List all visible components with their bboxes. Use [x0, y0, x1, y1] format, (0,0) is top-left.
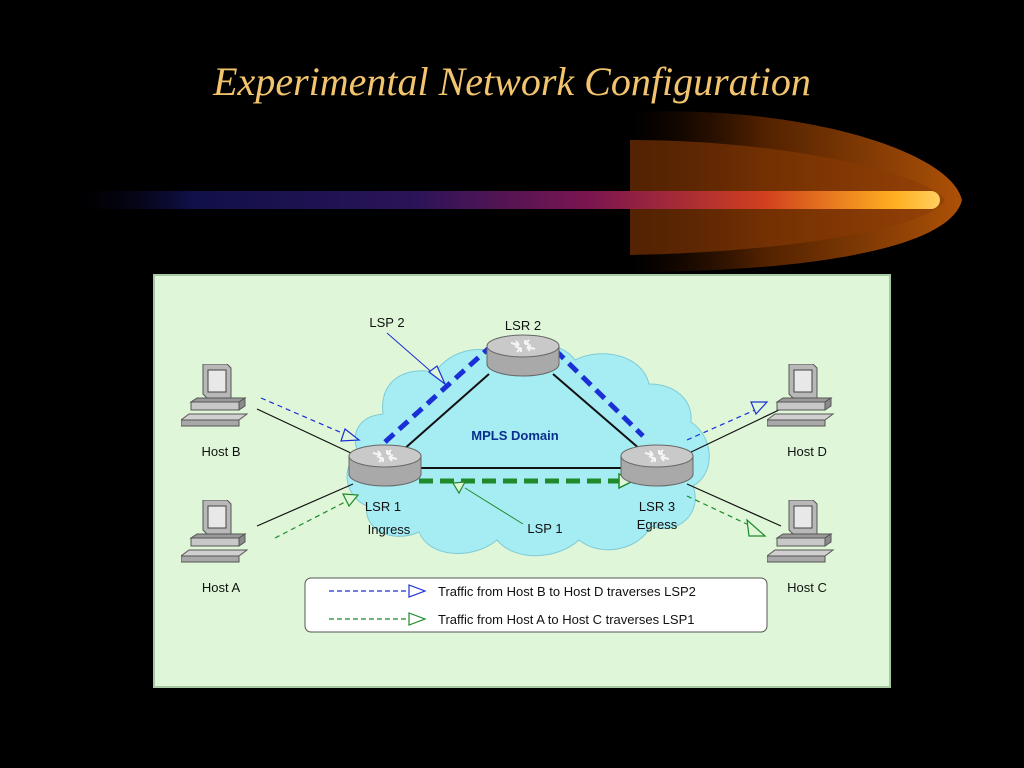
lsr3-role-label: Egress: [637, 517, 678, 532]
legend-item-2: Traffic from Host A to Host C traverses …: [438, 612, 694, 627]
lsr1-role-label: Ingress: [368, 522, 411, 537]
legend-lsp1-arrowhead: [408, 612, 427, 626]
legend-item-1: Traffic from Host B to Host D traverses …: [438, 584, 696, 599]
link-lsr2-lsr3: [552, 373, 642, 451]
mpls-domain-label: MPLS Domain: [471, 428, 558, 443]
hostc-traffic-arrow: [686, 495, 752, 527]
lsr1-label: LSR 1: [365, 499, 401, 514]
network-diagram-svg: LSP 2 LSR 2 MPLS Domain LSR 1 Ingress LS…: [153, 274, 891, 688]
link-lsr3-hostc: [686, 483, 782, 527]
hostb-arrowhead: [340, 428, 361, 442]
legend: Traffic from Host B to Host D traverses …: [304, 577, 768, 633]
network-diagram: LSP 2 LSR 2 MPLS Domain LSR 1 Ingress LS…: [153, 274, 891, 688]
lsp1-callout-line: [464, 487, 524, 525]
host-b-label: Host B: [201, 444, 240, 459]
hostd-arrowhead: [750, 401, 769, 416]
lsp1-label: LSP 1: [527, 521, 562, 536]
decorative-swoosh: [60, 111, 962, 272]
link-hostb-lsr1: [256, 408, 354, 455]
hosta-traffic-arrow: [274, 499, 350, 539]
hosta-arrowhead: [341, 493, 360, 508]
lsr2-label: LSR 2: [505, 318, 541, 333]
hostc-arrowhead: [746, 518, 767, 537]
host-a-label: Host A: [202, 580, 241, 595]
lsp1-callout-arrowhead: [451, 481, 467, 495]
lsp2-callout-arrowhead: [428, 365, 447, 386]
hostb-traffic-arrow: [260, 397, 350, 437]
lsp2-callout-line: [386, 332, 436, 376]
lsr3-router-icon: [620, 444, 694, 487]
legend-lsp2-arrowhead: [408, 584, 427, 598]
lsr2-router-icon: [486, 334, 560, 377]
hostd-traffic-arrow: [686, 409, 756, 441]
slide-title: Experimental Network Configuration: [213, 59, 811, 104]
link-lsr3-hostd: [686, 408, 782, 455]
lsr3-label: LSR 3: [639, 499, 675, 514]
link-hosta-lsr1: [256, 483, 354, 527]
link-lsr1-lsr2: [402, 373, 490, 451]
lsr1-router-icon: [348, 444, 422, 487]
lsp2-path: [383, 341, 645, 444]
host-c-label: Host C: [787, 580, 827, 595]
host-d-label: Host D: [787, 444, 827, 459]
lsp2-label: LSP 2: [369, 315, 404, 330]
